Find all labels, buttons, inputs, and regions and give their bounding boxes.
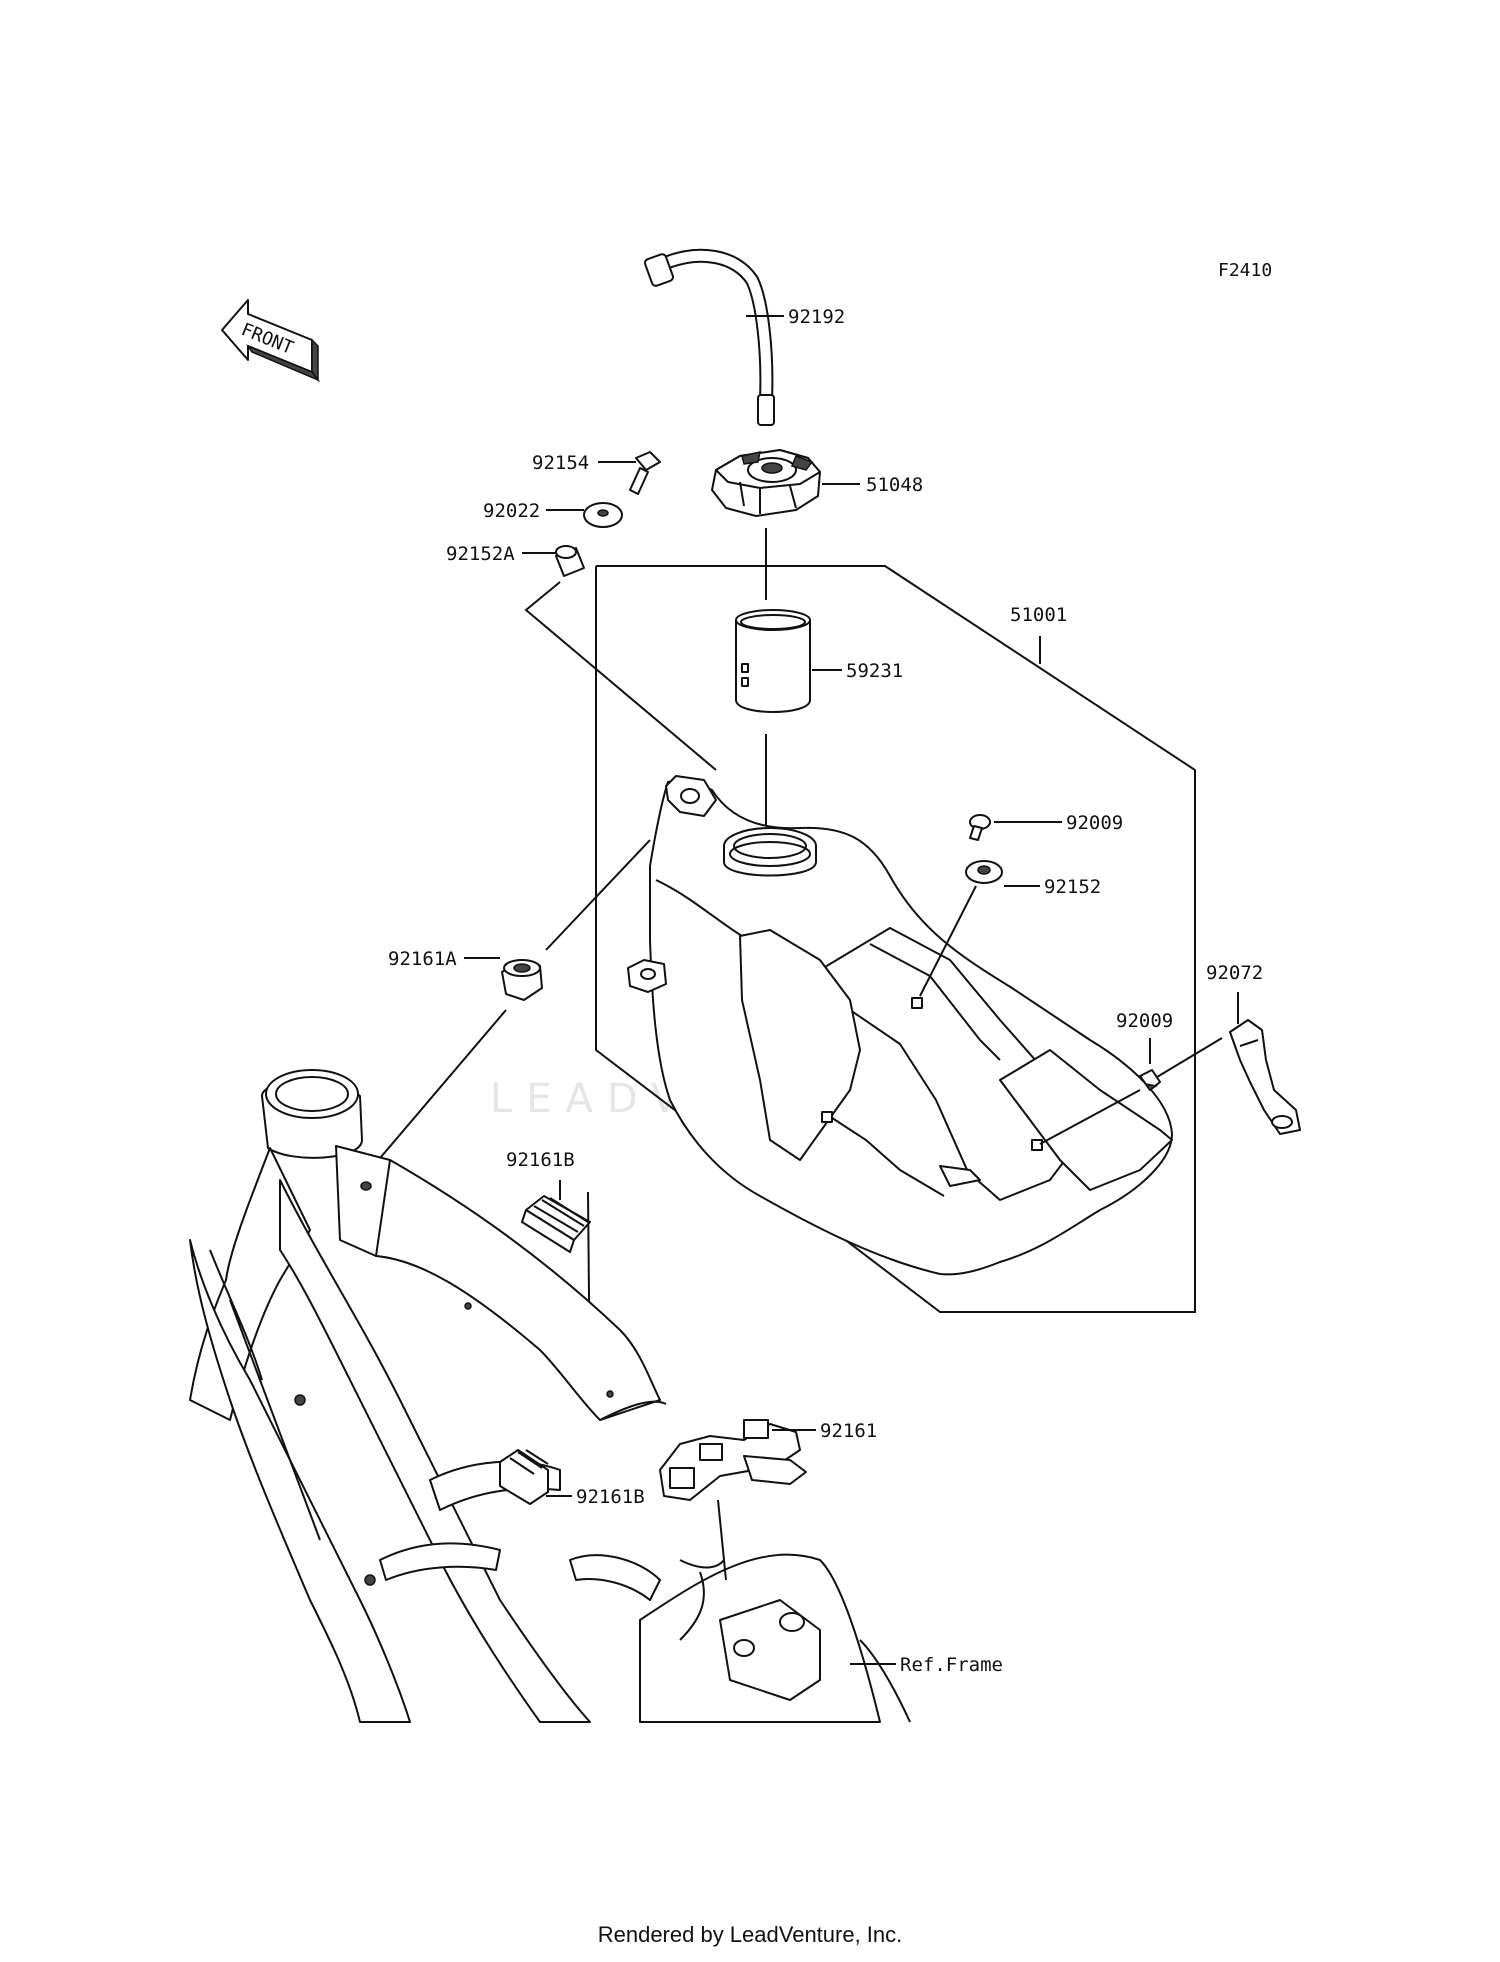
bolt-lower-part [1139,1069,1161,1092]
label-92022: 92022 [483,500,540,522]
fuel-tank-part [627,775,1173,1276]
bolt-right-part [969,814,991,841]
damper-part [659,1419,807,1501]
label-92009-lower: 92009 [1116,1010,1173,1032]
label-92161B-lower: 92161B [576,1486,645,1508]
fuel-hose-part [644,248,775,426]
label-92072: 92072 [1206,962,1263,984]
label-92192: 92192 [788,306,845,328]
footer-credit: Rendered by LeadVenture, Inc. [597,1922,903,1947]
washer-part [583,502,623,528]
label-92152A: 92152A [446,543,515,565]
label-51048: 51048 [866,474,923,496]
bolt-part [629,451,661,495]
strainer-part [735,609,811,713]
damper-b-lower-part [499,1449,549,1505]
label-92152: 92152 [1044,876,1101,898]
collar-right-part [965,860,1003,884]
label-51001: 51001 [1010,604,1067,626]
ref-frame-label: Ref.Frame [900,1654,1003,1676]
front-arrow-icon: FRONT [221,299,321,383]
damper-a-part [501,959,543,1001]
label-92154: 92154 [532,452,589,474]
label-92161B-upper: 92161B [506,1149,575,1171]
figure-code: F2410 [1218,260,1272,281]
label-92161: 92161 [820,1420,877,1442]
strap-part [1229,1019,1301,1135]
collar-part [555,545,585,577]
frame-part [189,1069,911,1723]
damper-b-upper-part [521,1195,591,1253]
label-92009-upper: 92009 [1066,812,1123,834]
label-59231: 59231 [846,660,903,682]
label-92161A: 92161A [388,948,457,970]
fuel-cap-part [711,449,821,517]
